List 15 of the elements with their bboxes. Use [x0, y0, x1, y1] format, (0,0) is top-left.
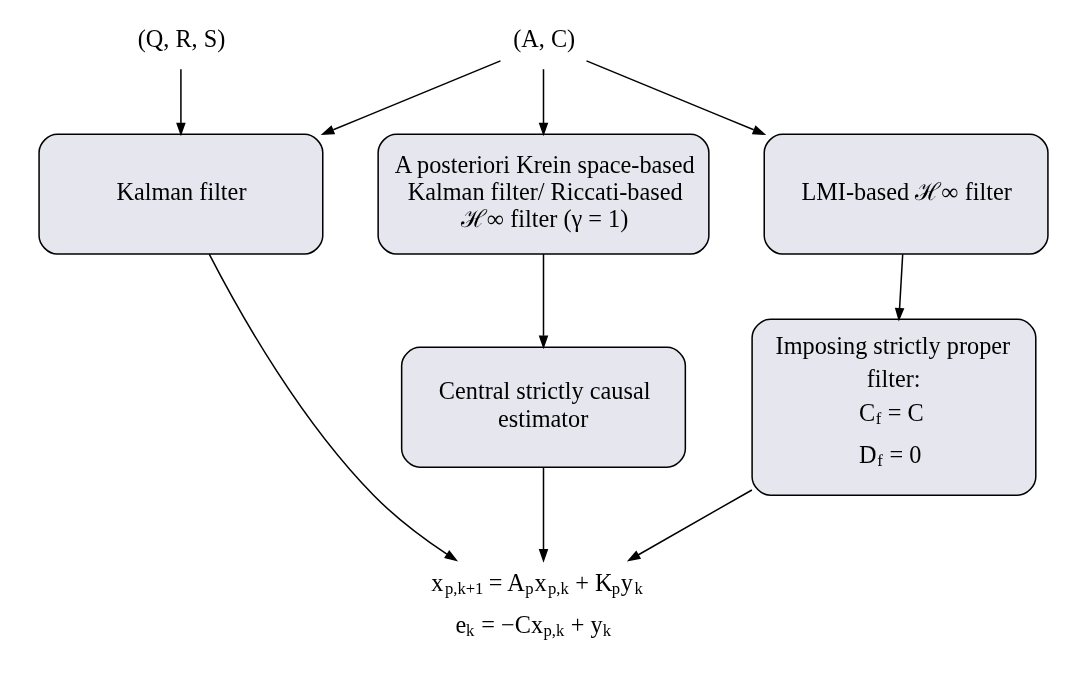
- node-text: (A, C): [512, 25, 575, 53]
- arrow: [175, 68, 186, 137]
- arrow: [626, 489, 753, 562]
- node-box: A posteriori Krein space-based Kalman filter/ Riccati-based ℋ∞ filter (γ = 1): [376, 133, 710, 255]
- node-box: LMI-based ℋ∞ filter: [763, 133, 1049, 255]
- arrow: [208, 253, 458, 562]
- node-text: (Q, R, S): [137, 25, 225, 53]
- arrow: [320, 60, 501, 135]
- arrow: [538, 466, 548, 563]
- node-box: Kalman filter: [37, 133, 323, 255]
- arrow: [585, 60, 766, 135]
- arrow: [538, 253, 548, 350]
- arrow: [538, 68, 548, 137]
- arrow: [894, 253, 904, 322]
- node-box: Central strictly causal estimator: [400, 346, 686, 468]
